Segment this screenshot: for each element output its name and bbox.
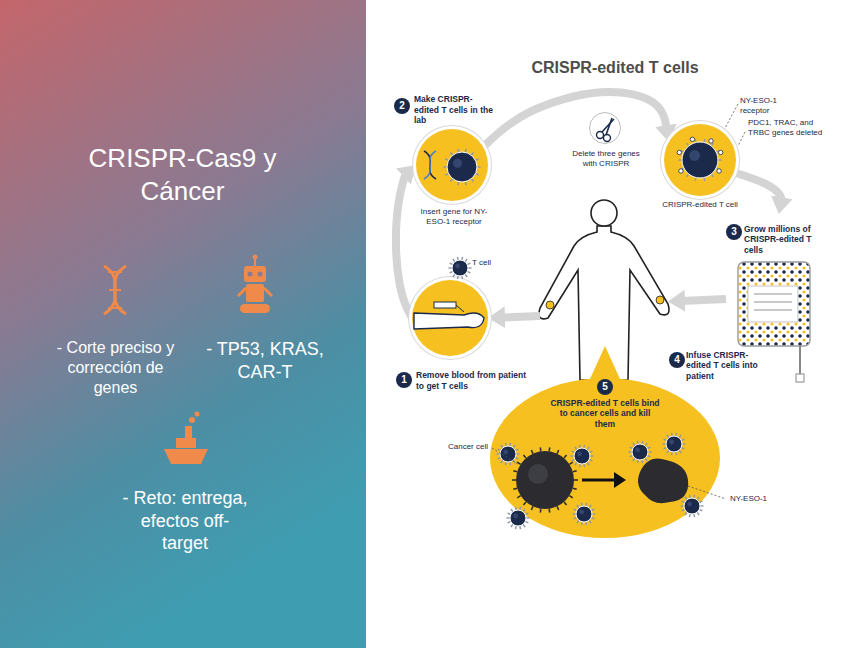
callout-text: PDC1, TRAC, and TRBC genes deleted (748, 118, 826, 138)
t-cell-figure (663, 433, 686, 455)
bag-outline (738, 262, 810, 346)
flow-arrow (483, 92, 667, 147)
callout-number: 4 (669, 352, 685, 368)
callout-text: NY-ESO-1 (730, 494, 782, 504)
flow-arrow (681, 299, 726, 301)
kill-arrow (582, 479, 616, 482)
callout-number: 2 (394, 98, 410, 114)
node-illustration (590, 113, 622, 145)
t-cell-figure (571, 445, 594, 467)
t-cell-figure (629, 441, 652, 463)
crispr-scissors: Delete three genes with CRISPR (589, 112, 621, 144)
leader-line (492, 448, 518, 464)
bag-label-line (754, 309, 792, 311)
t-cell-figure (677, 137, 723, 181)
flow-arrow (501, 316, 540, 318)
node-text: CRISPR-edited T cells bind to cancer cel… (550, 398, 660, 429)
node-text: Delete three genes with CRISPR (566, 149, 646, 169)
callout-text: Cancer cell (436, 442, 488, 452)
t-cell-figure (497, 443, 520, 465)
edited-cell-circle: CRISPR-edited T cell (664, 124, 736, 196)
scissors-icon (597, 118, 615, 142)
iv-connector (796, 374, 804, 382)
bag-label (748, 286, 798, 322)
callout-number: 1 (396, 372, 412, 388)
step-heading: Make CRISPR-edited T cells in the lab (414, 94, 494, 126)
patient-figure: Infuse CRISPR-edited T cells into patien… (540, 200, 668, 345)
side-panel (0, 0, 366, 648)
cancer-cell (512, 447, 578, 512)
t-cell-figure (449, 257, 472, 279)
diagram-title: CRISPR-edited T cells (480, 58, 750, 78)
bag-label-line (754, 293, 792, 295)
lab-cell-circle: Insert gene for NY-ESO-1 receptor (416, 129, 488, 201)
node-illustration (416, 129, 488, 201)
leader-line (724, 104, 738, 130)
needle (456, 305, 464, 312)
node-text: CRISPR-edited T cell (650, 200, 750, 210)
kill-arrow (614, 472, 626, 488)
t-cell-figure (507, 507, 530, 529)
callout-shape (490, 378, 720, 538)
leader-line (738, 132, 745, 146)
robot-icon (238, 255, 272, 314)
node-text: Insert gene for NY-ESO-1 receptor (412, 207, 496, 227)
dna-strand (424, 151, 436, 179)
arm-figure (414, 313, 484, 329)
node-illustration (412, 280, 488, 356)
bag-label-line (754, 301, 792, 303)
t-cell-figure (681, 495, 704, 517)
t-cell-figure (444, 149, 481, 185)
syringe (434, 302, 456, 308)
dna-icon (104, 266, 126, 314)
bullet-text: - TP53, KRAS, CAR-T (195, 338, 335, 383)
flow-arrow (734, 172, 782, 201)
dying-cell (638, 459, 688, 504)
t-cell-figure (573, 503, 596, 525)
bullet-text: - Corte preciso y corrección de genes (48, 338, 183, 398)
flow-arrow (396, 174, 412, 318)
callout-text: NY-ESO-1 receptor (740, 96, 802, 116)
blood-draw-circle: T cell (412, 280, 488, 356)
leader-line (688, 486, 726, 499)
ship-icon (164, 412, 208, 465)
node-text: Grow millions of CRISPR-edited T cells (744, 224, 822, 255)
bullet-text: - Reto: entrega, efectos off-target (120, 487, 250, 555)
slide-title: CRISPR-Cas9 y Cáncer (60, 142, 305, 207)
callout-number: 3 (726, 224, 742, 240)
step-heading: Remove blood from patient to get T cells (416, 370, 534, 391)
node-text: Infuse CRISPR-edited T cells into patien… (686, 350, 766, 381)
callout-number: 5 (597, 379, 613, 395)
node-illustration (664, 124, 736, 196)
node-text: T cell (472, 258, 516, 268)
